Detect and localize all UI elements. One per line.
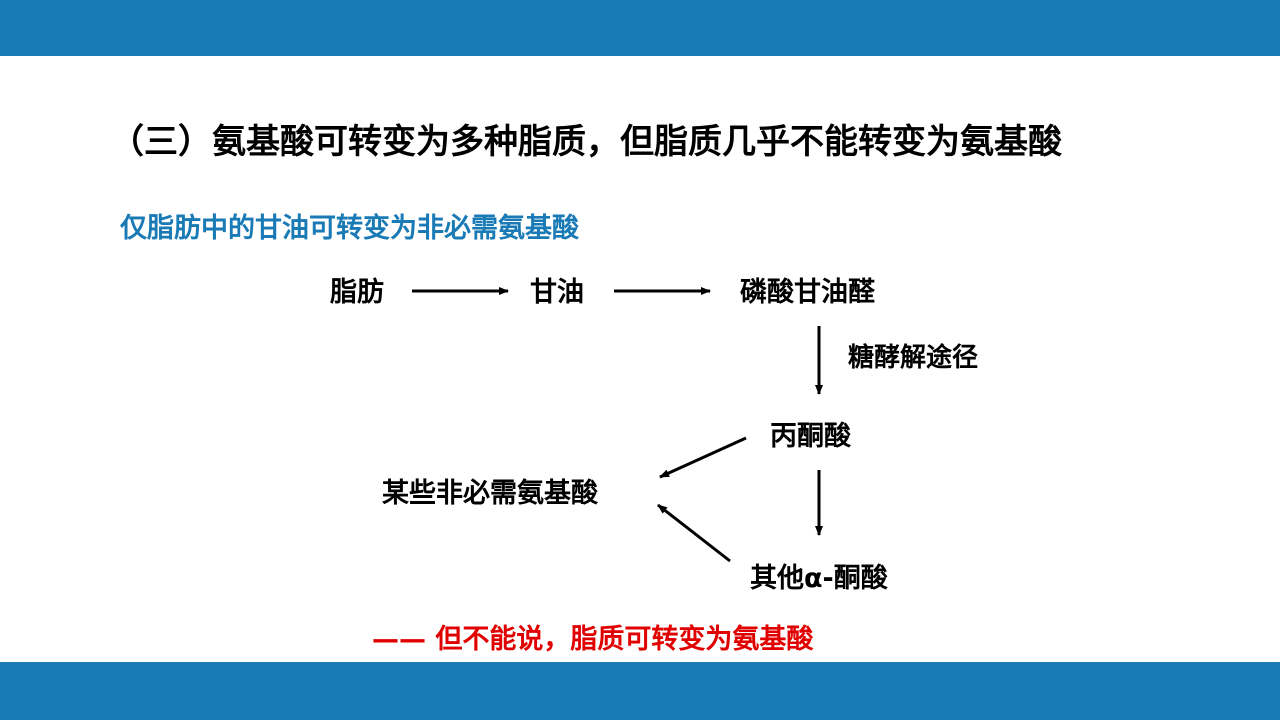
slide-subtitle: 仅脂肪中的甘油可转变为非必需氨基酸 <box>120 213 579 244</box>
node-pyruvate: 丙酮酸 <box>770 421 851 452</box>
footnote-warning: —— 但不能说，脂质可转变为氨基酸 <box>372 624 814 655</box>
node-other-keto-acids: 其他α-酮酸 <box>750 563 888 594</box>
node-fat: 脂肪 <box>330 277 384 308</box>
edge-label-glycolysis: 糖酵解途径 <box>848 343 979 373</box>
footer-bar <box>0 662 1280 720</box>
node-nonessential-amino-acids: 某些非必需氨基酸 <box>382 478 598 509</box>
slide-title: （三）氨基酸可转变为多种脂质，但脂质几乎不能转变为氨基酸 <box>110 122 1062 162</box>
arrow-ketoacids-to-nonessential <box>657 503 731 563</box>
node-glyceraldehyde-phosphate: 磷酸甘油醛 <box>740 277 875 308</box>
header-bar <box>0 0 1280 56</box>
arrow-pyruvate-to-nonessential <box>659 436 747 479</box>
node-glycerol: 甘油 <box>530 277 584 308</box>
